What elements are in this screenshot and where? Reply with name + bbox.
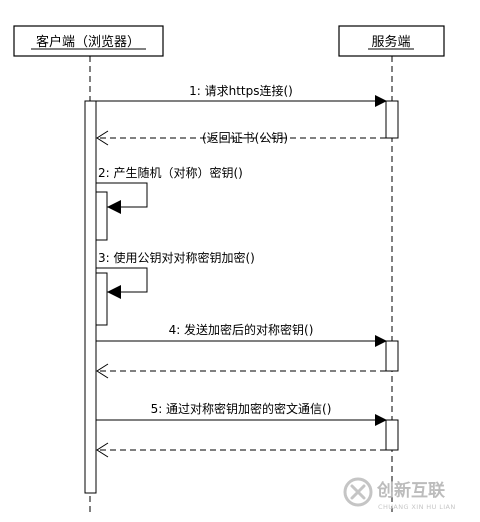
message-1-reply: (返回证书(公钥): [96, 130, 386, 146]
message-5-label: 5: 通过对称密钥加密的密文通信(): [151, 401, 332, 416]
message-4-reply: [96, 363, 386, 379]
message-4-label: 4: 发送加密后的对称密钥(): [169, 322, 314, 337]
server-activation-3: [385, 419, 399, 451]
message-3-arrowhead: [107, 285, 121, 299]
reply-5-arrowhead: [96, 442, 109, 458]
watermark: 创新互联 CHUANG XIN HU LIAN: [343, 477, 456, 511]
server-header-label: 服务端: [371, 34, 410, 50]
self-call-box-2: [95, 191, 108, 241]
message-1-label: 1: 请求https连接(): [189, 83, 293, 98]
watermark-sub: CHUANG XIN HU LIAN: [378, 503, 456, 511]
client-header-box: [13, 25, 164, 57]
client-header-label: 客户端（浏览器）: [36, 34, 140, 50]
message-4: 4: 发送加密后的对称密钥(): [96, 322, 387, 347]
message-3: 3: 使用公钥对对称密钥加密(): [96, 250, 255, 299]
message-1: 1: 请求https连接(): [96, 83, 387, 107]
client-participant: 客户端（浏览器）: [13, 25, 164, 57]
server-activation-1: [385, 100, 399, 139]
client-activation-bar: [84, 100, 97, 494]
reply-1-label: (返回证书(公钥): [202, 131, 288, 145]
server-activation-2: [385, 340, 399, 372]
message-3-label: 3: 使用公钥对对称密钥加密(): [98, 250, 255, 265]
message-2-loop: [96, 182, 148, 208]
message-2: 2: 产生随机（对称）密钥(): [96, 165, 243, 214]
self-call-box-3: [95, 272, 108, 326]
brand-x-logo-icon: [343, 477, 373, 507]
message-2-arrowhead: [107, 200, 121, 214]
message-3-loop: [96, 267, 148, 293]
message-2-label: 2: 产生随机（对称）密钥(): [98, 165, 243, 180]
watermark-brand: 创新互联: [376, 480, 445, 501]
message-5-reply: [96, 442, 386, 458]
message-5: 5: 通过对称密钥加密的密文通信(): [96, 401, 387, 426]
reply-4-arrowhead: [96, 363, 109, 379]
server-participant: 服务端: [338, 25, 445, 57]
reply-1-arrowhead: [96, 130, 109, 146]
server-header-box: [338, 25, 445, 57]
